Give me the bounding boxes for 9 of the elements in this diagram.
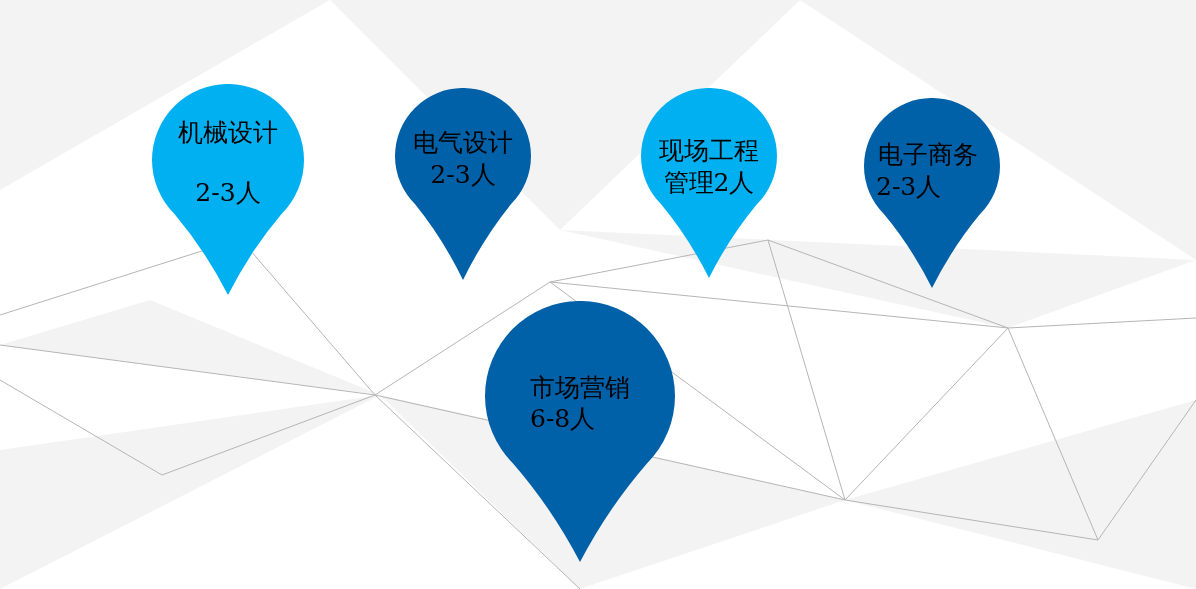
pin-count: 2-3人 xyxy=(876,172,942,202)
pin-count: 2-3人 xyxy=(195,178,261,208)
pin-count: 2-3人 xyxy=(430,160,496,190)
pin-title: 现场工程管理2人 xyxy=(658,135,760,199)
pin-title: 电子商务 xyxy=(878,140,978,170)
pin-title: 电气设计 xyxy=(413,128,513,158)
pin-count: 6-8人 xyxy=(530,404,596,434)
pin-title: 机械设计 xyxy=(178,118,278,148)
pin-title: 市场营销 xyxy=(530,373,630,403)
